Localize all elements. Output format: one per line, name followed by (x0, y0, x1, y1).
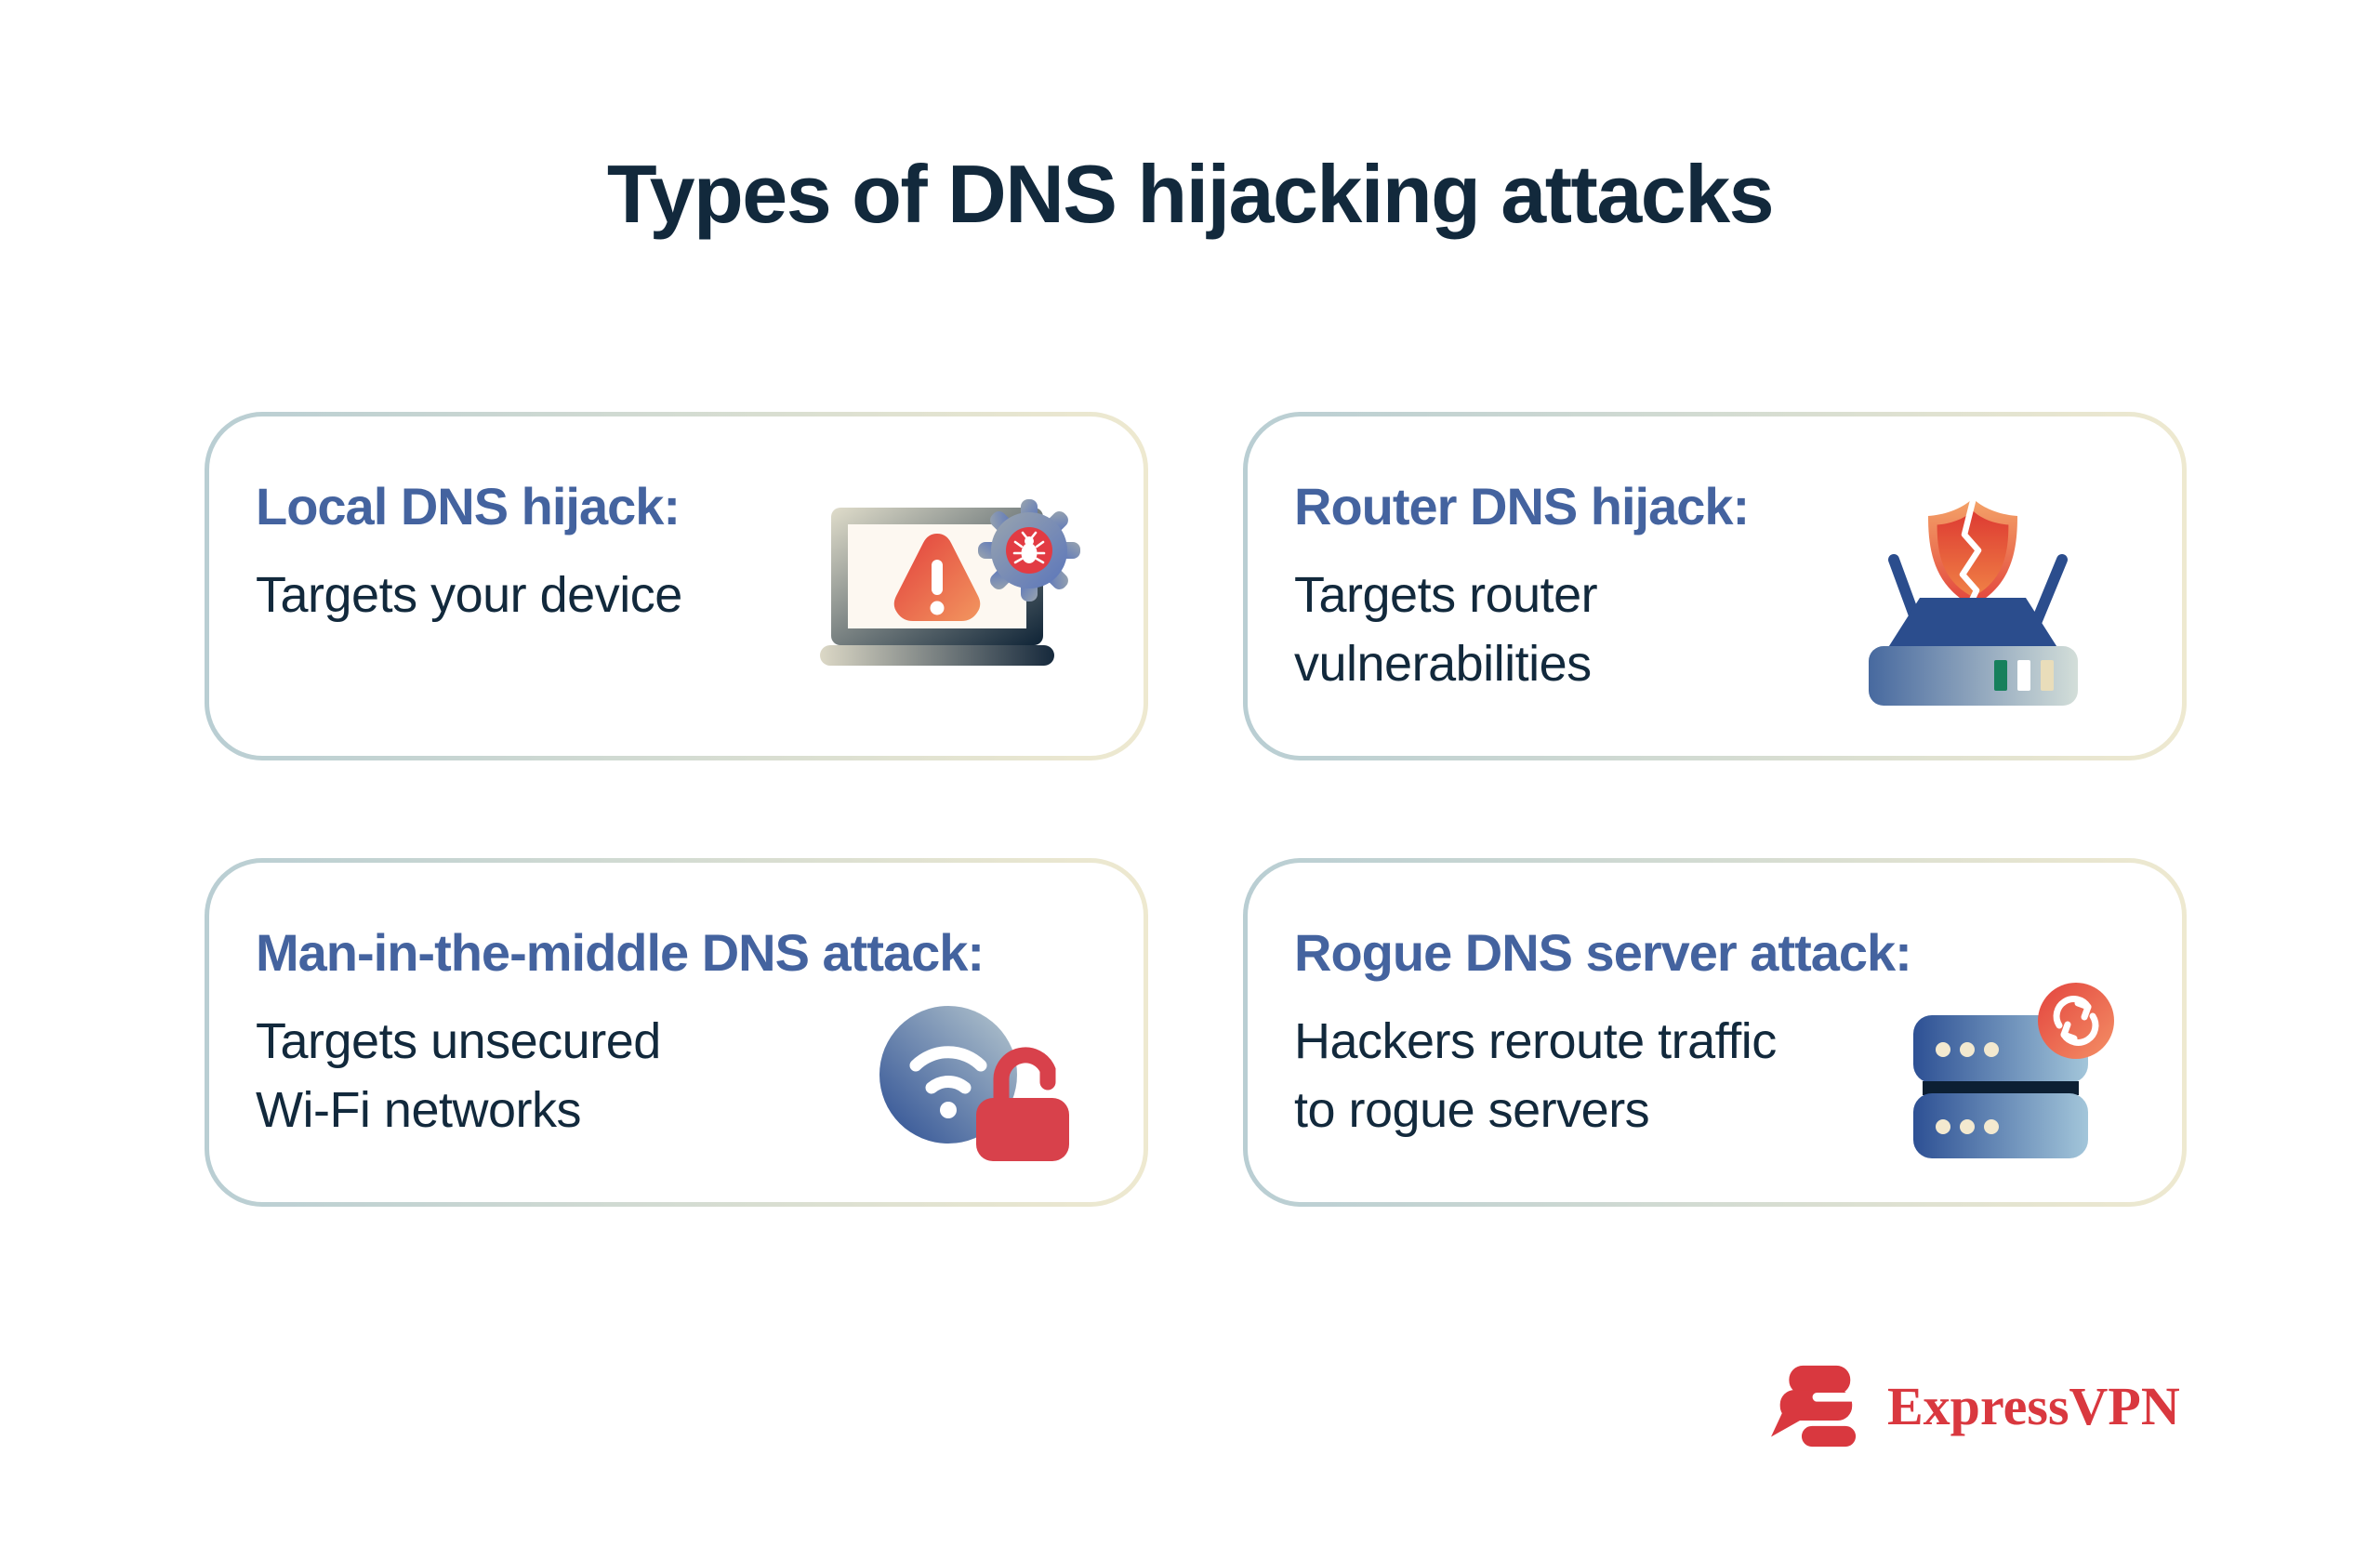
brand-footer: ExpressVPN (1769, 1363, 2180, 1449)
card-local-dns-hijack: Local DNS hijack: Targets your device (205, 412, 1148, 760)
card-body: Targets router vulnerabilities (1294, 567, 1598, 692)
card-router-dns-hijack: Router DNS hijack: Targets router vulner… (1243, 412, 2187, 760)
page-title: Types of DNS hijacking attacks (606, 148, 1775, 240)
card-heading: Rogue DNS server attack: (1294, 923, 1912, 982)
card-body: Hackers reroute traffic to rogue servers (1294, 1013, 1777, 1138)
card-heading: Router DNS hijack: (1294, 477, 1750, 535)
reroute-sync-icon (2038, 983, 2114, 1059)
router-broken-shield-icon (1869, 497, 2078, 706)
card-mitm-dns-attack: Man-in-the-middle DNS attack: Targets un… (205, 858, 1148, 1207)
card-body: Targets your device (256, 567, 682, 623)
card-heading: Local DNS hijack: (256, 477, 681, 535)
server-reroute-icon (1913, 983, 2114, 1158)
bug-icon (1012, 531, 1046, 564)
card-rogue-dns-server-attack: Rogue DNS server attack: Hackers reroute… (1243, 858, 2187, 1207)
expressvpn-logo-icon (1771, 1365, 1859, 1448)
router-body (1869, 554, 2078, 706)
broken-shield-icon (1928, 497, 2017, 612)
card-heading: Man-in-the-middle DNS attack: (256, 923, 985, 982)
laptop-malware-warning-icon (820, 499, 1080, 666)
wifi-waves (909, 1046, 987, 1094)
wifi-open-lock-icon (879, 1006, 1069, 1161)
expressvpn-wordmark: ExpressVPN (1887, 1376, 2180, 1436)
open-lock (976, 1047, 1069, 1161)
card-body: Targets unsecured Wi-Fi networks (256, 1013, 661, 1138)
